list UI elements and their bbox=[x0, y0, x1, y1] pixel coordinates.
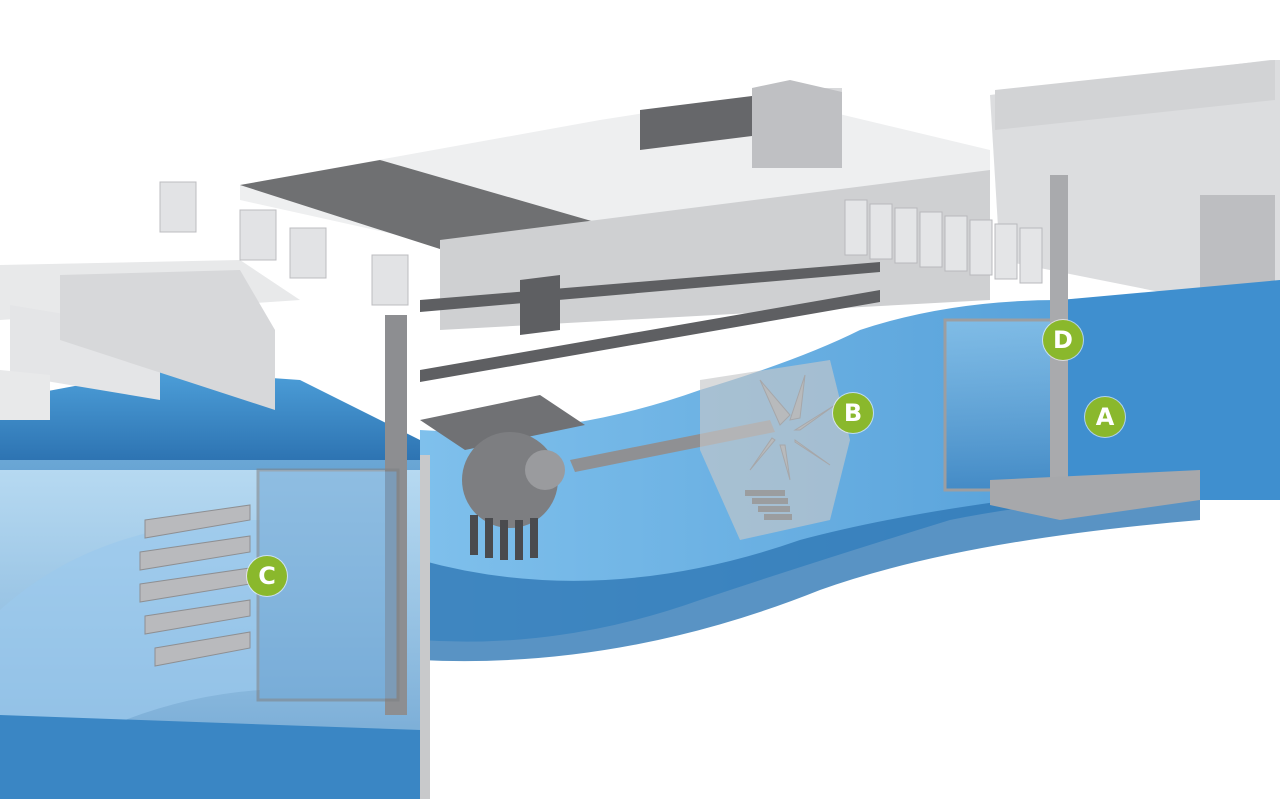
trash-rack bbox=[139, 504, 251, 667]
roof-units-left bbox=[159, 181, 409, 306]
roof-dark-block bbox=[640, 95, 760, 150]
outlet-gate bbox=[943, 318, 1057, 492]
generator-roof bbox=[420, 395, 585, 450]
left-rooftops bbox=[60, 270, 275, 410]
cabinets bbox=[844, 199, 1043, 284]
intake-pillar-right bbox=[420, 455, 430, 799]
lower-floor bbox=[0, 715, 420, 799]
upper-water-left bbox=[0, 370, 420, 470]
outlet-base bbox=[990, 470, 1200, 520]
marker-c: C bbox=[247, 556, 287, 596]
marker-d: D bbox=[1043, 320, 1083, 360]
generator-fins bbox=[470, 515, 538, 560]
marker-a: A bbox=[1085, 397, 1125, 437]
roof-box-side bbox=[752, 80, 842, 168]
turbine-housing bbox=[700, 360, 850, 540]
crane-rails bbox=[420, 262, 880, 382]
right-block bbox=[995, 60, 1275, 130]
generator-hub bbox=[525, 450, 565, 490]
left-concrete-bars-2 bbox=[0, 370, 50, 420]
marker-b: B bbox=[833, 393, 873, 433]
outlet-water bbox=[1060, 280, 1280, 500]
flow-passage-floor bbox=[420, 480, 1200, 662]
